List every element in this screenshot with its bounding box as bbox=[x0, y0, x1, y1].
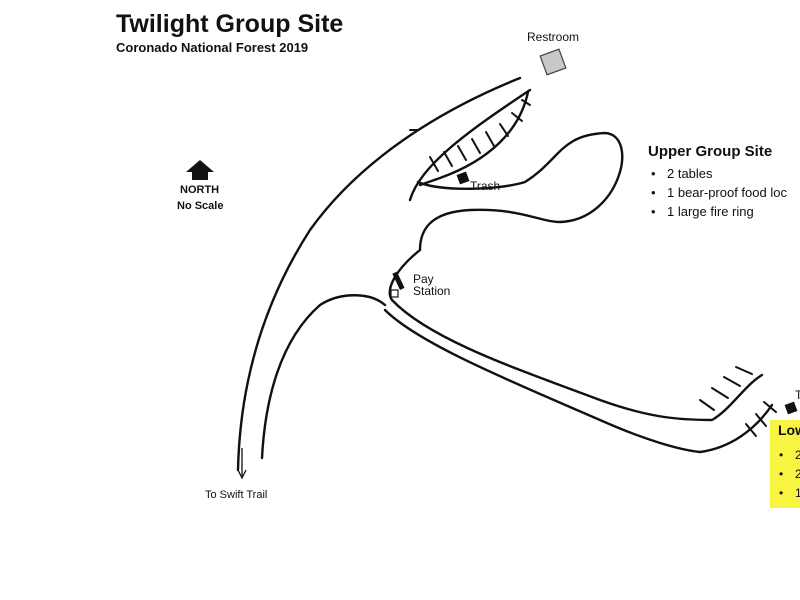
lower-group-title: Low bbox=[778, 422, 800, 438]
main-road-west-edge bbox=[236, 76, 522, 472]
lower-road-lower-edge bbox=[383, 308, 774, 454]
lower-trash-icon bbox=[784, 401, 798, 415]
lower-group-box: Low 2 2 1 bbox=[770, 420, 800, 508]
trash-icon bbox=[456, 171, 470, 185]
list-item: 1 bear-proof food loc bbox=[648, 183, 800, 202]
restroom-icon bbox=[539, 48, 567, 76]
swift-trail-label: To Swift Trail bbox=[205, 489, 268, 501]
lower-road-upper-edge bbox=[388, 248, 764, 422]
lower-trash-label: T bbox=[795, 388, 800, 402]
trash-label: Trash bbox=[470, 179, 501, 193]
list-item: 2 tables bbox=[648, 164, 800, 183]
lower-parking-stalls bbox=[699, 366, 777, 437]
pay-label-line2: Station bbox=[413, 284, 451, 298]
pay-station-icon bbox=[390, 271, 405, 298]
list-item: 2 bbox=[776, 446, 800, 465]
pay-station-label: Pay Station bbox=[413, 273, 450, 297]
scale-label: No Scale bbox=[177, 200, 224, 212]
page-subtitle: Coronado National Forest 2019 bbox=[116, 40, 309, 55]
list-item: 1 large fire ring bbox=[648, 202, 800, 221]
north-label: NORTH bbox=[180, 184, 220, 196]
north-arrow-icon bbox=[186, 160, 214, 180]
list-item: 2 bbox=[776, 465, 800, 484]
upper-group-title: Upper Group Site bbox=[648, 143, 773, 160]
upper-group-list: 2 tables 1 bear-proof food loc 1 large f… bbox=[648, 164, 800, 221]
pay-label-line1: Pay bbox=[413, 272, 434, 286]
upper-parking-stalls bbox=[409, 99, 531, 172]
lower-group-list: 2 2 1 bbox=[776, 446, 800, 503]
list-item: 1 bbox=[776, 484, 800, 503]
upper-loop-road bbox=[416, 131, 624, 252]
direction-arrow-icon bbox=[237, 448, 247, 480]
restroom-label: Restroom bbox=[527, 30, 580, 44]
upper-parking-edge bbox=[418, 90, 530, 187]
page-title: Twilight Group Site bbox=[116, 10, 344, 38]
main-road-east-edge bbox=[260, 88, 532, 460]
